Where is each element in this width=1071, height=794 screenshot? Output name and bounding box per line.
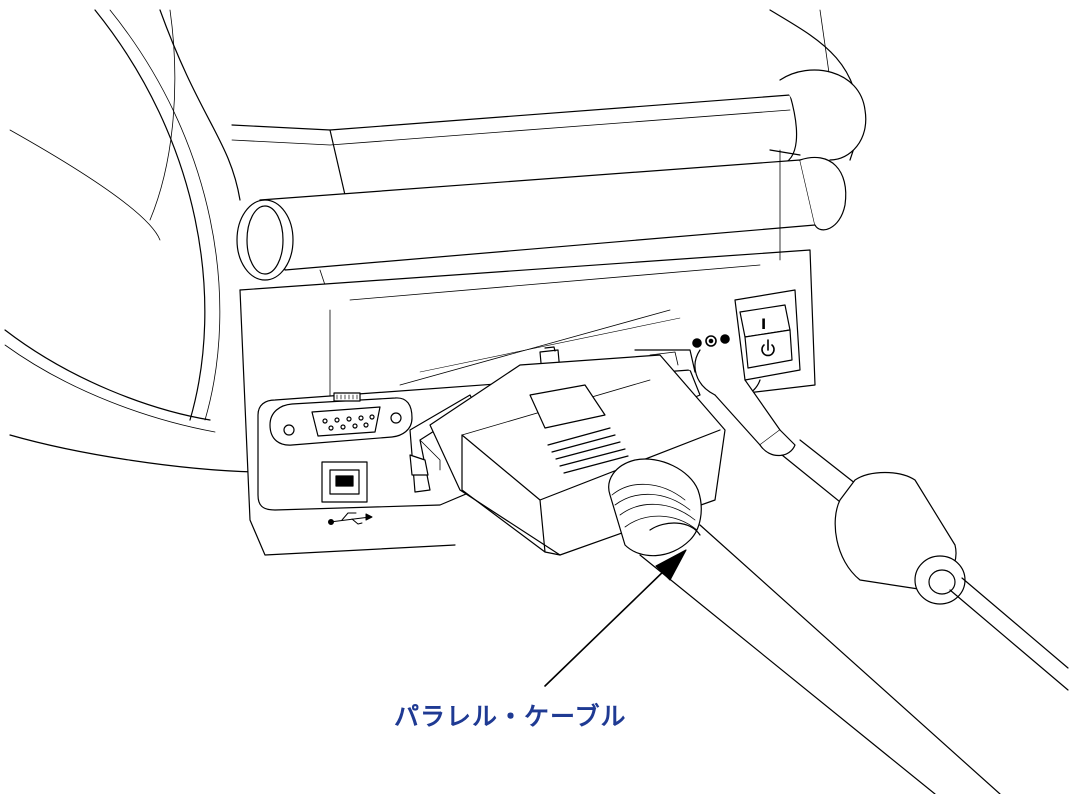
serial-port-icon	[269, 392, 413, 446]
media-roll-housing	[4, 9, 256, 473]
power-symbol-icon	[761, 339, 775, 357]
usb-port	[321, 461, 368, 503]
hinge-bar	[236, 69, 867, 301]
power-cable	[694, 349, 1069, 691]
parallel-cable-label: パラレル・ケーブル	[394, 702, 627, 731]
parallel-cable	[608, 458, 1001, 794]
switch-on-symbol: I	[761, 317, 766, 333]
power-switch[interactable]: I	[734, 289, 801, 381]
dc-polarity-icon	[692, 334, 730, 348]
usb-icon	[328, 512, 373, 525]
callout-arrow	[544, 549, 687, 687]
